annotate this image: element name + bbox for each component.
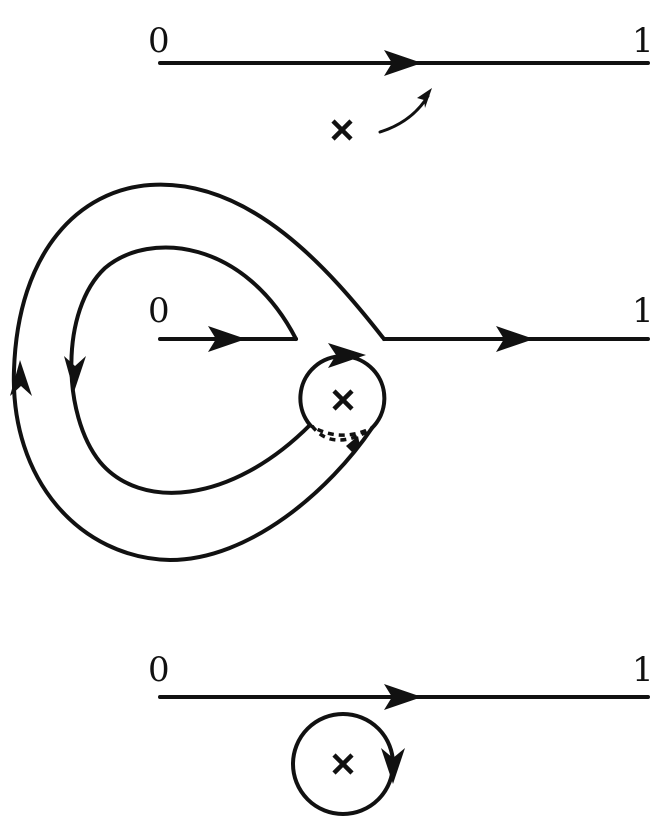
panel-2-deformed-path: 0 1 — [10, 182, 654, 562]
panel-1-direction-arrowhead-icon — [384, 50, 422, 76]
panel-2-end-label: 1 — [632, 291, 654, 331]
panel-2-outer-loop — [11, 182, 386, 562]
panel-3-start-label: 0 — [148, 650, 170, 690]
panel-1-start-label: 0 — [148, 21, 170, 61]
panel-3-direction-arrowhead-icon — [384, 684, 422, 710]
panel-3-end-label: 1 — [632, 650, 654, 690]
panel-2-pole-circle-arrowhead-icon — [328, 343, 366, 368]
panel-2-inner-loop — [69, 245, 312, 495]
panel-2-start-label: 0 — [148, 291, 170, 331]
panel-3-pole-cross-mark-icon — [332, 753, 354, 775]
panel-2-start-segment-arrowhead-icon — [208, 326, 246, 352]
panel-1-pole-cross-mark-icon — [331, 119, 353, 141]
panel-2-inner-loop-arrowhead-icon — [64, 356, 86, 392]
panel-3-pole-circle-arrowhead-icon — [381, 748, 405, 784]
panel-2-pole-circle-dotted-far — [310, 424, 371, 442]
panel-2-end-segment-arrowhead-icon — [496, 326, 534, 352]
panel-1-pole-motion-arrow — [378, 94, 430, 134]
panel-2-pole-cross-mark-icon — [332, 389, 354, 411]
panel-1-end-label: 1 — [632, 21, 654, 61]
panel-3-split-path: 0 1 — [148, 650, 654, 816]
panel-2-outer-loop-arrowhead-icon — [10, 360, 32, 396]
panel-1-pole-motion-arrowhead-icon — [417, 88, 432, 108]
panel-2-pole-circle — [298, 354, 387, 430]
panel-1-straight-path: 0 1 — [148, 21, 654, 141]
